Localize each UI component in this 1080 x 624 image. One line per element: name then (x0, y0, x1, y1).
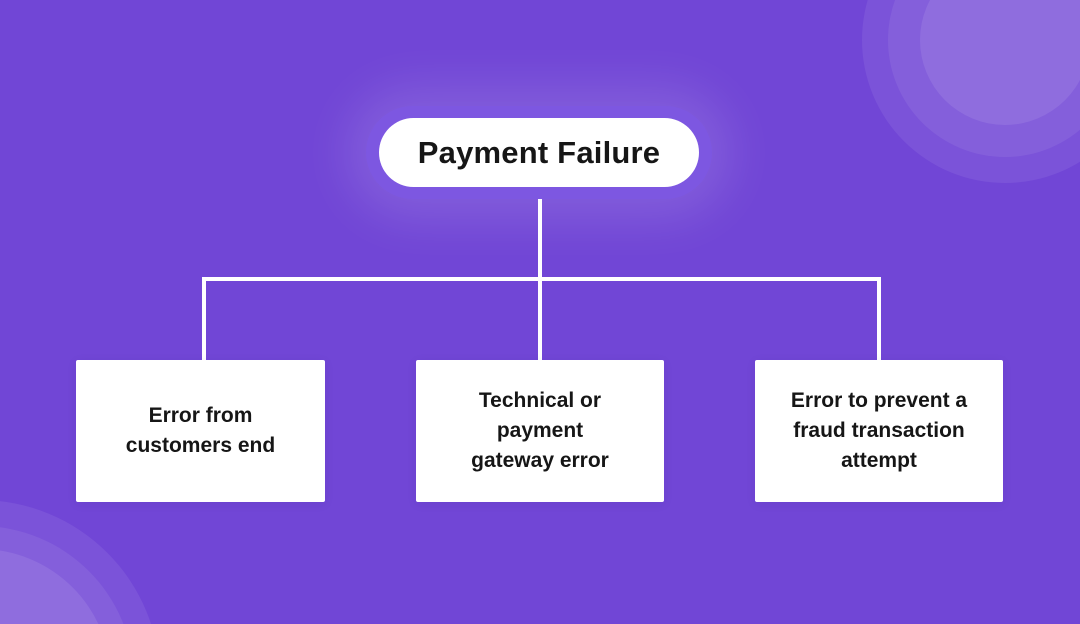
root-node: Payment Failure (379, 118, 699, 187)
connector-branch-to-child-1 (202, 279, 206, 362)
child-node-label: Technical or payment gateway error (471, 389, 609, 472)
root-node-ring: Payment Failure (366, 106, 712, 199)
child-node-label: Error from customers end (125, 404, 276, 457)
child-node-fraud-prevention-error: Error to prevent a fraud transaction att… (755, 360, 1003, 502)
connector-branch-to-child-3 (877, 279, 881, 362)
connector-root-to-branch (538, 185, 542, 281)
child-node-gateway-error: Technical or payment gateway error (416, 360, 664, 502)
root-node-label: Payment Failure (417, 134, 661, 170)
child-node-label: Error to prevent a fraud transaction att… (790, 389, 968, 472)
child-node-customer-error: Error from customers end (76, 360, 325, 502)
connector-branch-to-child-2 (538, 279, 542, 362)
